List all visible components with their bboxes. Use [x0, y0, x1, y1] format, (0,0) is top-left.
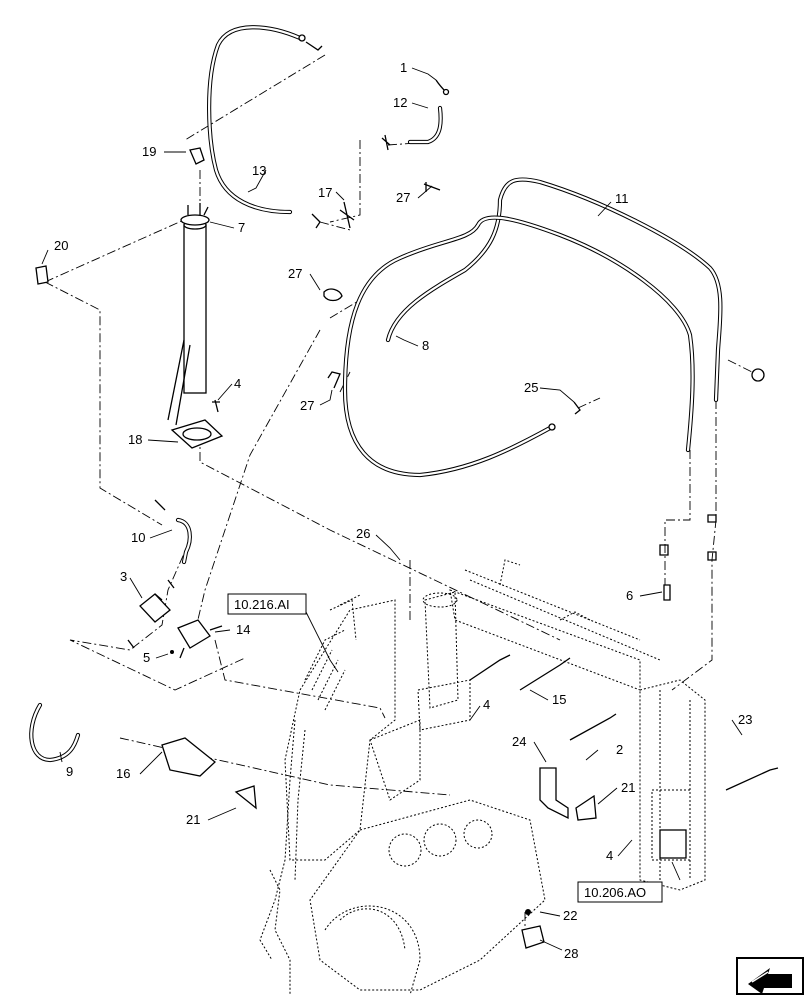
callout-19: 19	[142, 144, 156, 159]
hose-8	[342, 215, 695, 478]
hose-12	[381, 79, 450, 151]
reference-box-10-216-ai[interactable]: 10.216.AI	[227, 593, 307, 615]
callout-27-upper: 27	[288, 266, 302, 281]
fuel-level-sender	[167, 203, 210, 426]
reference-label-10-216-ai: 10.216.AI	[234, 597, 290, 612]
callout-21-right: 21	[621, 780, 635, 795]
callout-1: 1	[400, 60, 407, 75]
fuel-tank-and-frame	[259, 559, 779, 996]
next-page-arrow-icon[interactable]	[736, 957, 804, 995]
callout-8: 8	[422, 338, 429, 353]
callout-26: 26	[356, 526, 370, 541]
hose-11	[385, 177, 723, 403]
center-lines	[44, 54, 753, 930]
callout-21-left: 21	[186, 812, 200, 827]
callout-7: 7	[238, 220, 245, 235]
callout-10: 10	[131, 530, 145, 545]
leader-lines	[41, 67, 743, 951]
hose-9	[29, 702, 81, 763]
callout-25: 25	[524, 380, 538, 395]
callout-4-middle: 4	[483, 697, 490, 712]
callout-16: 16	[116, 766, 130, 781]
callout-5: 5	[143, 650, 150, 665]
inline-filter	[139, 593, 171, 623]
callout-labels: 1 2 3 4 4 4 5 6 7 8 9 10 11 12 13 14 15 …	[54, 60, 752, 961]
hose-13	[207, 25, 323, 215]
callout-27-lower: 27	[300, 398, 314, 413]
callout-11: 11	[615, 191, 629, 206]
callout-6: 6	[626, 588, 633, 603]
hose-10	[175, 517, 192, 565]
fuel-pump	[170, 619, 223, 659]
fittings	[35, 147, 765, 649]
callout-20: 20	[54, 238, 68, 253]
callout-4-lower: 4	[606, 848, 613, 863]
bracket-24	[539, 767, 569, 820]
callout-28: 28	[564, 946, 578, 961]
callout-27-right: 27	[396, 190, 410, 205]
callout-2: 2	[616, 742, 623, 757]
callout-22: 22	[563, 908, 577, 923]
callout-17: 17	[318, 185, 332, 200]
callout-12: 12	[393, 95, 407, 110]
reference-label-10-206-ao: 10.206.AO	[584, 885, 646, 900]
reference-box-10-206-ao[interactable]: 10.206.AO	[577, 881, 663, 903]
callout-4-upper: 4	[234, 376, 241, 391]
callout-18: 18	[128, 432, 142, 447]
callout-3: 3	[120, 569, 127, 584]
callout-14: 14	[236, 622, 250, 637]
callout-9: 9	[66, 764, 73, 779]
gasket	[170, 419, 224, 449]
wedge-21-right	[575, 794, 597, 821]
callout-15: 15	[552, 692, 566, 707]
callout-23: 23	[738, 712, 752, 727]
callout-24: 24	[512, 734, 526, 749]
cover-16	[161, 737, 216, 777]
callout-13: 13	[252, 163, 266, 178]
wedge-21-left	[234, 785, 257, 810]
